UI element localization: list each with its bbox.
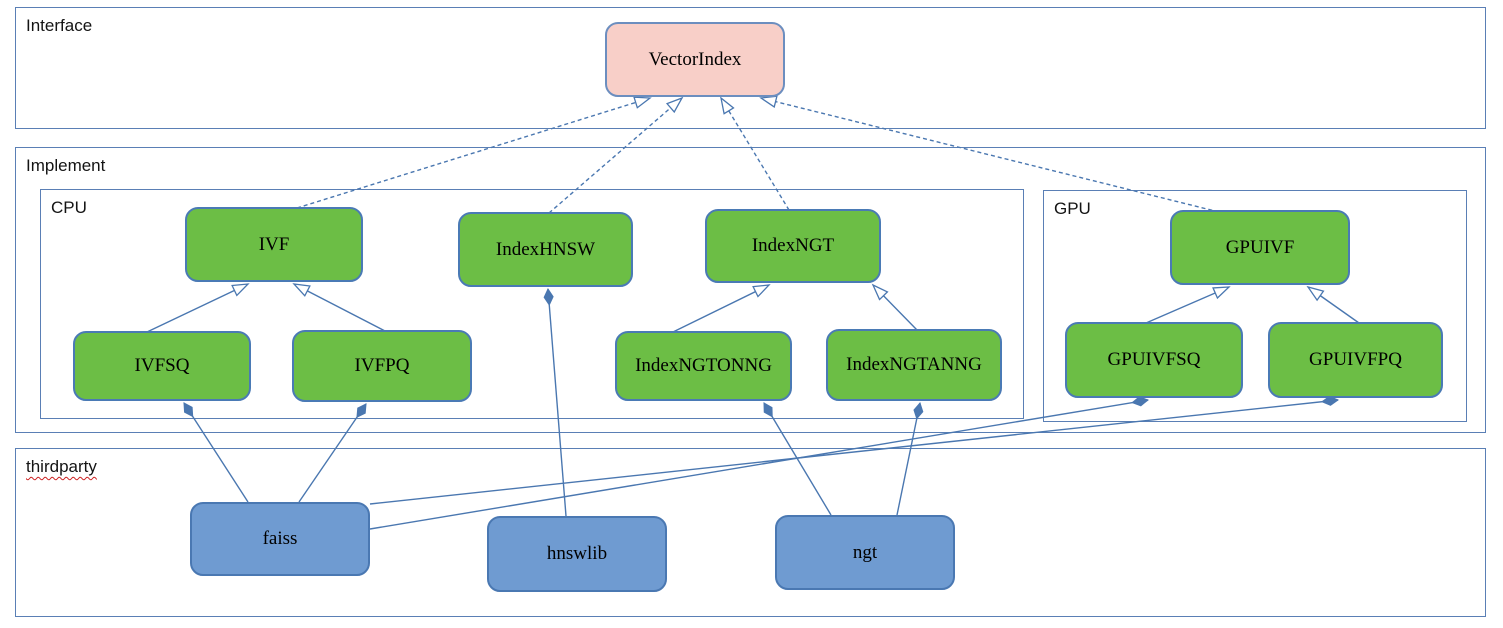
node-indexngtanng-label: IndexNGTANNG	[846, 354, 982, 375]
gpu-container-label: GPU	[1054, 199, 1091, 218]
node-indexngtanng[interactable]: IndexNGTANNG	[826, 329, 1002, 401]
node-gpuivf[interactable]: GPUIVF	[1170, 210, 1350, 285]
node-ngt[interactable]: ngt	[775, 515, 955, 590]
node-ivf-label: IVF	[258, 233, 290, 255]
node-ngt-label: ngt	[852, 541, 878, 563]
node-indexngt[interactable]: IndexNGT	[705, 209, 881, 283]
node-ivfsq[interactable]: IVFSQ	[73, 331, 251, 401]
node-indexngtonng[interactable]: IndexNGTONNG	[615, 331, 792, 401]
node-gpuivf-label: GPUIVF	[1225, 236, 1295, 258]
node-faiss-label: faiss	[262, 528, 298, 549]
node-ivfsq-label: IVFSQ	[134, 355, 190, 376]
node-indexhnsw[interactable]: IndexHNSW	[458, 212, 633, 287]
node-ivfpq[interactable]: IVFPQ	[292, 330, 472, 402]
node-gpuivfsq[interactable]: GPUIVFSQ	[1065, 322, 1243, 398]
node-indexhnsw-label: IndexHNSW	[495, 238, 596, 260]
node-hnswlib-label: hnswlib	[546, 543, 608, 564]
cpu-container-label: CPU	[51, 198, 87, 217]
interface-container-label: Interface	[26, 16, 93, 35]
node-vectorindex[interactable]: VectorIndex	[605, 22, 785, 97]
node-ivfpq-label: IVFPQ	[354, 355, 410, 376]
node-gpuivfpq[interactable]: GPUIVFPQ	[1268, 322, 1443, 398]
node-indexngt-label: IndexNGT	[751, 235, 835, 256]
node-gpuivfpq-label: GPUIVFPQ	[1309, 349, 1402, 370]
thirdparty-container-label: thirdparty	[26, 457, 97, 476]
node-faiss[interactable]: faiss	[190, 502, 370, 576]
node-gpuivfsq-label: GPUIVFSQ	[1107, 349, 1201, 370]
node-vectorindex-label: VectorIndex	[648, 48, 742, 70]
node-indexngtonng-label: IndexNGTONNG	[635, 355, 772, 376]
implement-container-label: Implement	[26, 156, 106, 175]
node-ivf[interactable]: IVF	[185, 207, 363, 282]
node-hnswlib[interactable]: hnswlib	[487, 516, 667, 592]
